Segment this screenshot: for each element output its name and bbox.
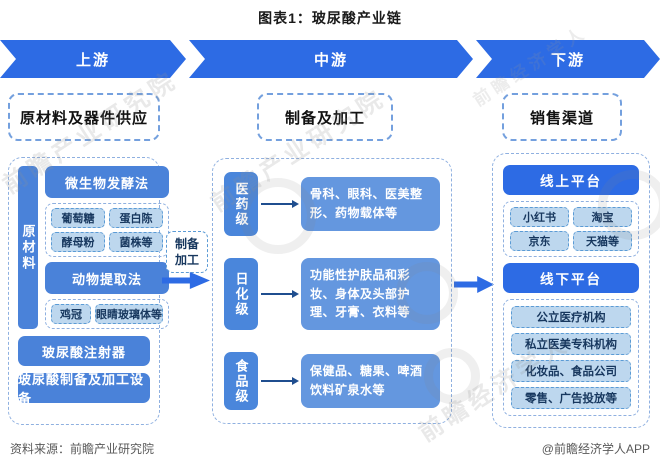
food-grade-box: 食品级	[224, 352, 258, 410]
banner-downstream: 下游	[476, 40, 660, 78]
online-item: 天猫等	[573, 231, 632, 251]
fermentation-method-box: 微生物发酵法	[45, 166, 169, 198]
online-platform-box: 线上平台	[503, 165, 639, 195]
arrow-daily-chemical-icon	[261, 289, 299, 298]
raw-material-row: 原材料 微生物发酵法 葡萄糖 蛋白陈 酵母粉 菌株等 动物提取法 鸡冠 眼睛玻璃…	[18, 166, 169, 329]
food-grade-row: 食品级 保健品、糖果、啤酒饮料矿泉水等	[224, 352, 440, 410]
fermentation-item: 酵母粉	[51, 232, 105, 252]
upstream-container: 原材料 微生物发酵法 葡萄糖 蛋白陈 酵母粉 菌株等 动物提取法 鸡冠 眼睛玻璃…	[8, 157, 169, 425]
process-label-line2: 加工	[174, 253, 199, 267]
offline-item: 公立医疗机构	[511, 306, 631, 328]
animal-item: 鸡冠	[51, 304, 91, 324]
raw-method-column: 微生物发酵法 葡萄糖 蛋白陈 酵母粉 菌株等 动物提取法 鸡冠 眼睛玻璃体等	[45, 166, 169, 329]
online-item: 淘宝	[573, 207, 632, 227]
banner-upstream: 上游	[0, 40, 186, 78]
fermentation-item: 葡萄糖	[51, 208, 105, 228]
online-item: 京东	[510, 231, 569, 251]
fermentation-item: 蛋白陈	[109, 208, 163, 228]
online-items-group: 小红书 淘宝 京东 天猫等	[503, 201, 639, 257]
fermentation-item: 菌株等	[109, 232, 163, 252]
daily-chemical-grade-row: 日化级 功能性护肤品和彩妆、身体及头部护理、牙膏、衣料等	[224, 258, 440, 330]
midstream-container: 医药级 骨科、眼科、医美整形、药物载体等 日化级 功能性护肤品和彩妆、身体及头部…	[212, 158, 452, 424]
offline-item: 私立医美专科机构	[511, 333, 631, 355]
syringe-box: 玻尿酸注射器	[18, 336, 150, 366]
animal-items-group: 鸡冠 眼睛玻璃体等	[45, 299, 169, 329]
pharma-grade-row: 医药级 骨科、眼科、医美整形、药物载体等	[224, 172, 440, 236]
page-title: 图表1：玻尿酸产业链	[258, 10, 402, 26]
banner-midstream: 中游	[189, 40, 473, 78]
offline-platform-box: 线下平台	[503, 263, 639, 293]
offline-items-group: 公立医疗机构 私立医美专科机构 化妆品、食品公司 零售、广告投放等	[503, 299, 639, 416]
pharma-grade-box: 医药级	[224, 172, 258, 236]
daily-chemical-grade-box: 日化级	[224, 258, 258, 330]
online-item: 小红书	[510, 207, 569, 227]
arrow-midstream-to-downstream	[454, 276, 494, 293]
arrow-pharma-icon	[261, 199, 299, 208]
offline-item: 化妆品、食品公司	[511, 360, 631, 382]
downstream-header: 销售渠道	[502, 93, 622, 141]
raw-material-sidebar: 原材料	[18, 166, 38, 329]
source-note: 资料来源：前瞻产业研究院	[10, 442, 155, 456]
process-label-line1: 制备	[174, 236, 199, 251]
pharma-applications-box: 骨科、眼科、医美整形、药物载体等	[301, 177, 440, 231]
food-applications-box: 保健品、糖果、啤酒饮料矿泉水等	[301, 354, 440, 408]
animal-item: 眼睛玻璃体等	[95, 304, 163, 324]
arrow-upstream-to-midstream	[162, 272, 210, 289]
credit-note: @前瞻经济学人APP	[541, 442, 650, 456]
midstream-header: 制备及加工	[257, 93, 393, 141]
upstream-header: 原材料及器件供应	[8, 93, 160, 141]
fermentation-items-group: 葡萄糖 蛋白陈 酵母粉 菌株等	[45, 203, 169, 257]
downstream-container: 线上平台 小红书 淘宝 京东 天猫等 线下平台 公立医疗机构 私立医美专科机构 …	[492, 153, 650, 428]
offline-item: 零售、广告投放等	[511, 387, 631, 409]
arrow-food-icon	[261, 376, 299, 385]
equipment-box: 玻尿酸制备及加工设备	[18, 372, 150, 406]
daily-chemical-applications-box: 功能性护肤品和彩妆、身体及头部护理、牙膏、衣料等	[301, 258, 440, 330]
process-label: 制备 加工	[166, 231, 208, 273]
animal-extraction-box: 动物提取法	[45, 262, 169, 294]
